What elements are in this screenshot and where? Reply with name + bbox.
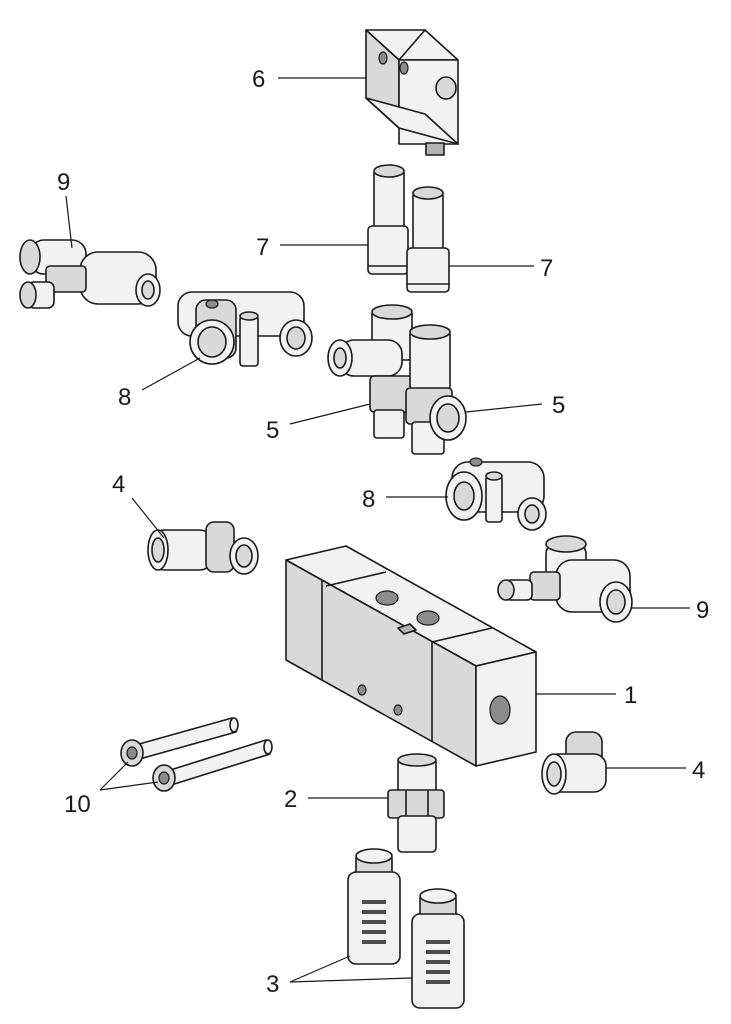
callout-4-upper: 4 xyxy=(112,471,125,498)
part-8-tee-fitting-upper xyxy=(177,291,313,367)
part-9-flow-control-lower xyxy=(497,535,633,623)
part-2-hex-adapter xyxy=(387,753,445,853)
callout-4-lower: 4 xyxy=(692,757,705,784)
callout-labels: 6 9 7 7 8 5 5 4 8 9 1 4 2 10 3 xyxy=(57,66,709,998)
callout-9-upper: 9 xyxy=(57,169,70,196)
leader-5b xyxy=(465,403,543,413)
leader-9a xyxy=(65,195,73,249)
callout-3: 3 xyxy=(266,971,279,998)
leader-3a xyxy=(289,955,351,983)
leader-8a xyxy=(141,357,201,391)
leader-10a xyxy=(99,761,129,791)
part-7-straight-fittings xyxy=(367,164,450,293)
callout-8-upper: 8 xyxy=(118,384,131,411)
leader-10b xyxy=(99,781,159,791)
callout-8-lower: 8 xyxy=(362,486,375,513)
callout-7-left: 7 xyxy=(256,234,269,261)
leader-lines xyxy=(65,77,690,983)
callout-5-left: 5 xyxy=(266,417,279,444)
part-9-flow-control-upper xyxy=(19,239,161,309)
part-4-elbow-fitting-upper xyxy=(147,521,259,575)
leader-4a xyxy=(131,497,165,539)
callout-5-right: 5 xyxy=(552,392,565,419)
part-6-pilot-block xyxy=(365,29,459,156)
part-8-tee-fitting-lower xyxy=(445,457,547,531)
callout-6: 6 xyxy=(252,66,265,93)
part-4-elbow-fitting-lower xyxy=(541,731,607,795)
callout-10: 10 xyxy=(64,791,91,818)
callout-2: 2 xyxy=(284,786,297,813)
callout-7-right: 7 xyxy=(540,255,553,282)
leader-5a xyxy=(289,403,371,425)
leader-3b xyxy=(289,977,413,983)
callout-1: 1 xyxy=(624,682,637,709)
callout-9-lower: 9 xyxy=(696,597,709,624)
part-3-silencers xyxy=(347,848,465,1009)
part-5-branch-fittings xyxy=(327,304,467,455)
part-10-cap-screws xyxy=(120,717,273,792)
part-1-valve-body xyxy=(285,545,537,767)
